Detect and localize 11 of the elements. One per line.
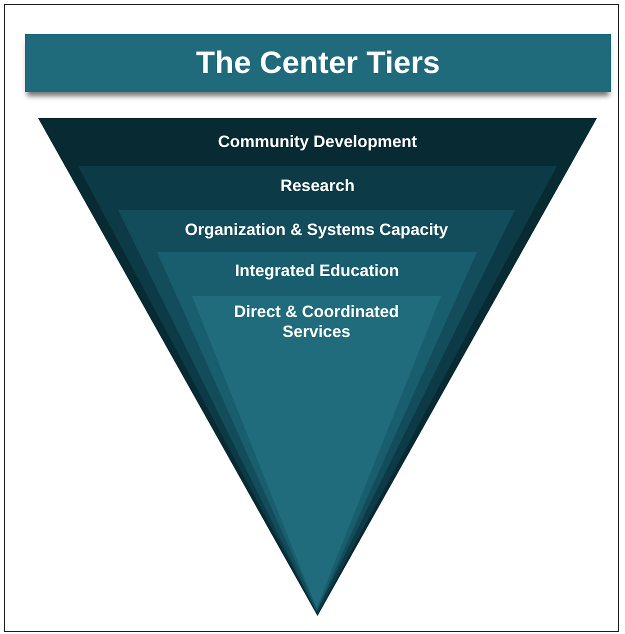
tier-triangle xyxy=(192,296,441,608)
tier-triangle xyxy=(118,210,515,612)
tier-label: Organization & Systems Capacity xyxy=(184,220,450,240)
tier-label: Direct & Coordinated Services xyxy=(232,302,400,342)
title-text: The Center Tiers xyxy=(196,45,440,81)
tier-label: Integrated Education xyxy=(234,261,400,281)
tier-triangle xyxy=(38,118,597,616)
tier-triangle xyxy=(78,166,557,614)
tier-label: Community Development xyxy=(217,132,418,152)
tier-triangle xyxy=(157,252,477,610)
tier-label: Research xyxy=(279,176,356,196)
